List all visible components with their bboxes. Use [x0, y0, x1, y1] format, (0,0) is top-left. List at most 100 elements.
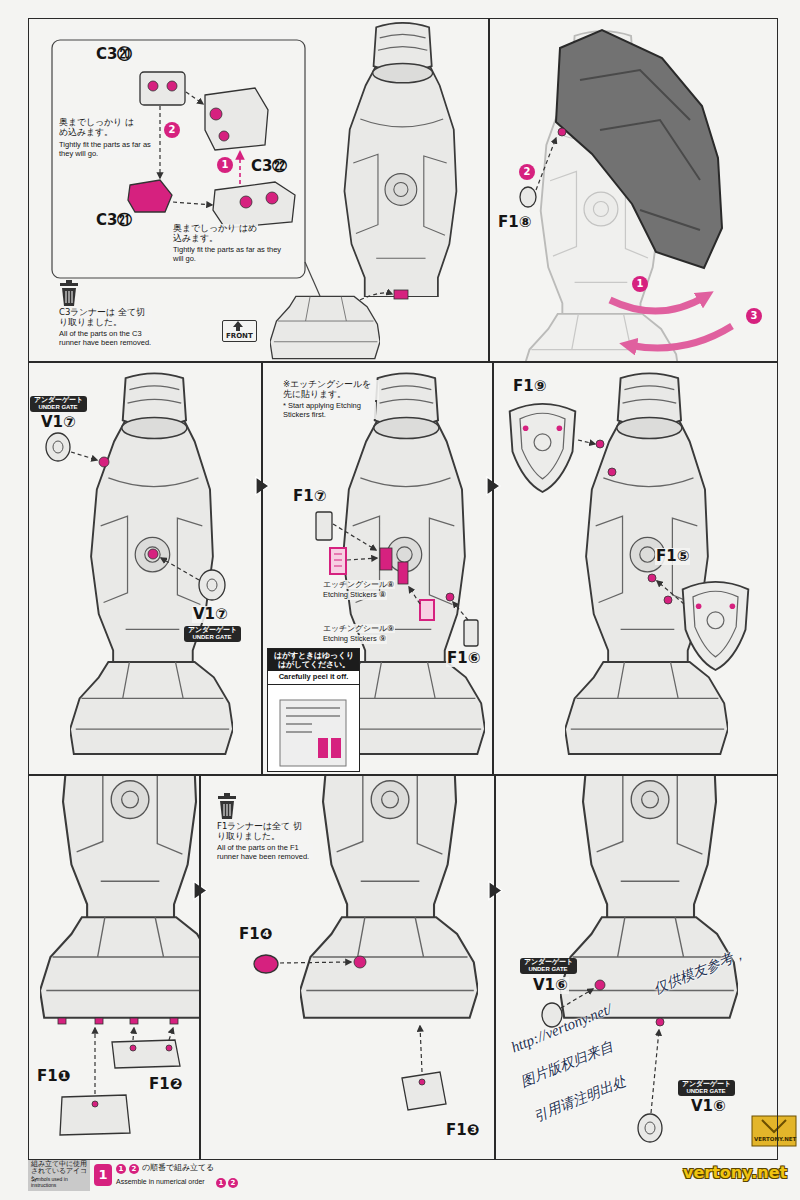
instruction-note: Etching Stickers ⑨: [322, 635, 387, 644]
leg-drawing: [63, 602, 196, 928]
step-panel: V1⑦V1⑦アンダーゲートUNDER GATEアンダーゲートUNDER GATE: [28, 362, 262, 775]
trash-lid: [60, 283, 78, 286]
trash-stripes: [66, 291, 72, 303]
peg: [148, 549, 158, 559]
peg: [99, 457, 109, 467]
under-gate-badge: アンダーゲートUNDER GATE: [520, 958, 577, 974]
sticker-note-box: はがすときはゆっくり はがしてください。Carefully peel it of…: [267, 648, 360, 772]
legend-heading: Symbols used in instructions: [31, 1177, 89, 1189]
step-icon: 1: [94, 1164, 112, 1186]
part-drawing: [638, 1114, 662, 1142]
peg: [166, 1045, 172, 1051]
peg: [595, 980, 605, 990]
step-panel: F1⑨F1⑤: [493, 362, 778, 775]
step-number: 1: [116, 1164, 126, 1174]
instruction-note: エッチングシール⑧: [322, 580, 395, 589]
instruction-note: ※エッチングシールを 先に貼ります。: [282, 380, 379, 400]
leg-drawing: [344, 23, 456, 297]
part-drawing: [140, 72, 185, 105]
part-drawing: [128, 180, 172, 212]
legend-ground: [28, 1159, 90, 1191]
under-gate-badge: アンダーゲートUNDER GATE: [184, 626, 241, 642]
part-number: F1⑧: [497, 214, 532, 231]
peg: [419, 1079, 425, 1085]
step-panel: ※エッチングシールを 先に貼ります。* Start applying Etchi…: [262, 362, 493, 775]
frame-part: [556, 30, 722, 268]
assembly-arrow: [133, 1028, 134, 1040]
trash-lid: [218, 796, 236, 799]
assembly-arrow: [347, 558, 377, 560]
part-drawing: [464, 620, 478, 646]
under-gate-badge-text: アンダーゲート: [524, 959, 573, 966]
step-number: 1: [632, 276, 648, 292]
peg: [394, 290, 408, 299]
assembly-arrow: [173, 202, 212, 205]
peg: [130, 1045, 136, 1051]
trash-handle: [66, 280, 72, 283]
front-arrow-icon: [233, 321, 243, 331]
part-drawing: [205, 88, 268, 150]
assembly-arrow: [651, 1030, 659, 1113]
sheet-sticker: [331, 738, 341, 758]
sticker-detail: [334, 554, 342, 566]
panel-art: [40, 602, 218, 1135]
assembly-arrow: [186, 92, 203, 104]
armor-part: [76, 645, 159, 757]
part-number: F1⑦: [292, 488, 327, 505]
foot-drawing: [70, 662, 233, 754]
under-gate-badge-text: UNDER GATE: [188, 634, 237, 641]
step-number: 2: [129, 1164, 139, 1174]
assembly-arrow: [536, 138, 556, 190]
logo-text: VERTONY.NET: [754, 1136, 794, 1142]
peg: [446, 593, 454, 601]
trash-body: [62, 288, 76, 306]
part-number: C3⑳: [95, 46, 133, 63]
under-gate-badge-text: UNDER GATE: [682, 1088, 731, 1095]
step-number: 2: [519, 164, 535, 180]
trash-icon: [60, 280, 78, 306]
part-drawing: [316, 512, 332, 540]
panel-art: [520, 30, 732, 404]
step-number: 1: [216, 1178, 226, 1188]
peg: [92, 1101, 98, 1107]
instruction-note: Tightly fit the parts as far as they wil…: [58, 141, 152, 158]
under-gate-badge-text: UNDER GATE: [524, 966, 573, 973]
assembly-arrow: [71, 452, 97, 460]
instruction-note: 奥までしっかり はめ込みます。: [172, 224, 258, 244]
armor-part: [510, 404, 576, 492]
trash-stripes: [224, 804, 230, 816]
sticker-note-box-text: Carefully peel it off.: [268, 671, 359, 685]
under-gate-badge-text: アンダーゲート: [34, 397, 83, 404]
trash-body: [220, 801, 234, 819]
assembly-arrow: [333, 524, 376, 550]
part-number: V1⑥: [690, 1098, 727, 1115]
assembly-arrow: [360, 293, 392, 300]
panel-art: [510, 373, 749, 754]
sheet-sticker: [318, 738, 328, 758]
sticker-slot: [380, 548, 392, 570]
peg: [58, 1018, 66, 1024]
front-icon-box: FRONT: [222, 320, 257, 342]
peg: [219, 131, 229, 141]
peg: [167, 81, 177, 91]
assembly-arrow: [409, 587, 420, 604]
step-number: 2: [164, 122, 180, 138]
sheet-detail: [286, 708, 340, 732]
step-number: 1: [217, 157, 233, 173]
part-number: V1⑦: [192, 606, 229, 623]
peg: [596, 440, 604, 448]
peg: [648, 574, 656, 582]
part-drawing: [112, 1040, 180, 1068]
instruction-note: C3ランナーは 全て切り取りました。: [58, 308, 152, 328]
peg: [240, 196, 252, 208]
part-number: F1⑤: [655, 548, 690, 565]
foot-drawing: [300, 917, 478, 1018]
part-drawing: [199, 570, 225, 600]
instruction-note: Tightly fit the parts as far as they wil…: [172, 246, 286, 263]
under-gate-badge-text: アンダーゲート: [188, 627, 237, 634]
sticker-slot: [398, 562, 408, 584]
leader-line: [305, 262, 320, 296]
part-drawing: [60, 1095, 130, 1135]
